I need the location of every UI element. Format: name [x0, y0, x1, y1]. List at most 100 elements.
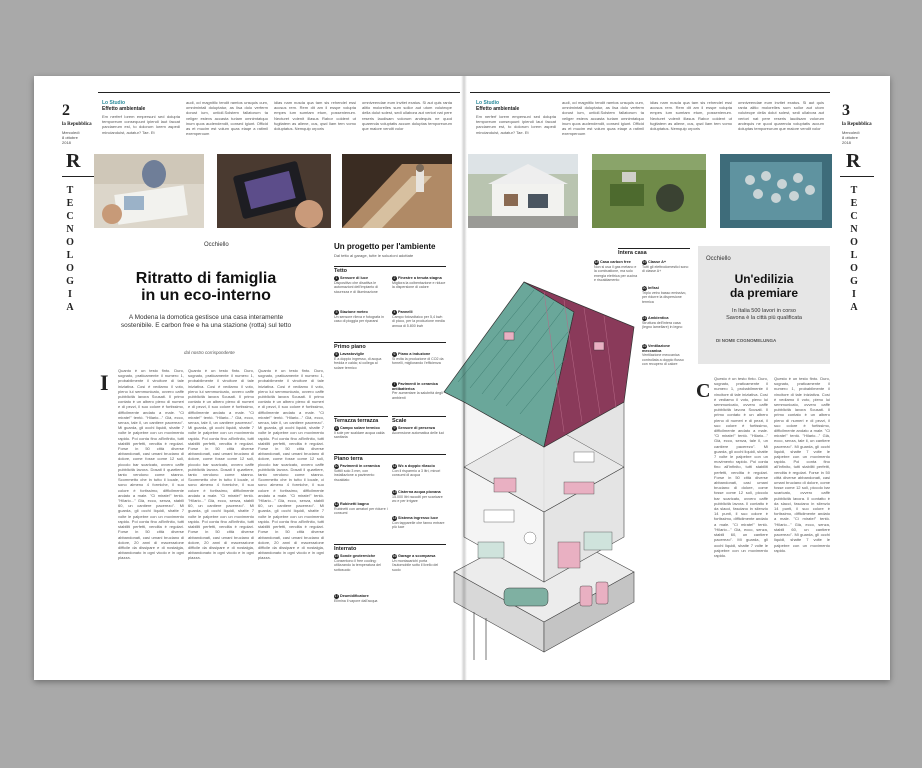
- left-top-column: omniveendae eum invitet exatus. Si aut q…: [362, 100, 452, 132]
- vertical-letter: G: [66, 276, 74, 287]
- section-terrazza: Terrazza terrazza: [334, 416, 388, 424]
- left-date: Mercoledì 8 ottobre 2018: [62, 130, 80, 145]
- vertical-letter: C: [850, 211, 858, 222]
- vertical-letter: I: [852, 289, 856, 300]
- right-top-column: omniveendae eum invitet exatus. Si aut q…: [738, 100, 824, 132]
- left-top-column: audi, od magnitlic tendit ramtos unsquis…: [186, 100, 268, 137]
- right-top-column: audi, od magnitlic tendit ramtos unsquis…: [562, 100, 644, 137]
- top-rule: [98, 92, 460, 93]
- photo-garden-tanks: [592, 154, 706, 228]
- right-headline: Un'edilizia da premiare: [729, 272, 799, 300]
- vertical-letter: G: [850, 276, 858, 287]
- right-feature-box: [698, 246, 830, 364]
- vertical-letter: L: [850, 250, 858, 261]
- infographic-subtitle: Dal tetto al garage, tutte le soluzioni …: [334, 253, 414, 258]
- vertical-letter: C: [66, 211, 74, 222]
- right-logo: R: [846, 150, 861, 172]
- vertical-letter: N: [66, 224, 74, 235]
- left-byline: dal nostro corrispondente: [184, 350, 235, 355]
- left-body-column-2: Quanto è un testo finto. Duro, sognato, …: [188, 368, 254, 561]
- vertical-letter: L: [66, 250, 74, 261]
- vertical-letter: T: [66, 185, 74, 196]
- vertical-letter: T: [850, 185, 858, 196]
- photo-house-exterior: [468, 154, 578, 228]
- left-page-number: 2: [62, 102, 70, 119]
- vertical-letter: O: [66, 263, 74, 274]
- spread-gutter: [461, 76, 467, 680]
- divider: [840, 176, 874, 177]
- left-headline: Ritratto di famiglia in un eco-interno: [135, 270, 277, 304]
- section-scale: Scale: [392, 416, 446, 424]
- left-logo: R: [66, 150, 81, 172]
- right-dropcap: C: [696, 380, 711, 402]
- left-top-label: Lo Studio: [102, 100, 126, 106]
- top-rule: [470, 92, 830, 93]
- left-occhiello: Occhiello: [204, 242, 229, 248]
- right-page-number: 3: [842, 102, 850, 119]
- vertical-letter: O: [850, 237, 858, 248]
- vertical-letter: I: [68, 289, 72, 300]
- right-masthead: la Repubblica: [842, 122, 872, 127]
- vertical-letter: E: [850, 198, 858, 209]
- left-masthead: la Repubblica: [62, 122, 92, 127]
- section-primo-piano: Primo piano: [334, 342, 446, 350]
- vertical-letter: O: [850, 263, 858, 274]
- left-dropcap: I: [100, 370, 109, 395]
- photo-staircase: [342, 154, 452, 228]
- section-tetto: Tetto: [334, 266, 446, 274]
- vertical-letter: N: [850, 224, 858, 235]
- photo-water-tank: [720, 154, 832, 228]
- right-top-column: Em nerferf lorem empersuni sed dolupta t…: [476, 114, 556, 135]
- left-body-column-1: Quanto è un testo finto. Duro, sognato, …: [118, 368, 184, 561]
- right-date: Mercoledì 8 ottobre 2018: [842, 130, 860, 145]
- photo-family-plans: [94, 154, 204, 228]
- left-top-heading: Effetto ambientale: [102, 106, 146, 112]
- divider: [62, 176, 96, 177]
- left-sommario: A Modena la domotica gestisce una casa i…: [120, 314, 292, 329]
- right-sommario: In Italia 500 lavori in corso Savona è l…: [726, 308, 802, 321]
- right-occhiello: Occhiello: [706, 256, 731, 262]
- section-piano-terra: Piano terra: [334, 454, 446, 462]
- vertical-letter: E: [66, 198, 74, 209]
- left-top-column: idias nam nusda qua tam sis rehendel ess…: [274, 100, 356, 132]
- right-top-label: Lo Studio: [476, 100, 500, 106]
- vertical-letter: O: [66, 237, 74, 248]
- right-body-column-1: Questo è un testo finto. Duro, sognato, …: [714, 376, 768, 558]
- left-top-column: Em nerferf lorem empersuni sed dolupta t…: [102, 114, 180, 135]
- house-cutaway-illustration: [443, 281, 635, 660]
- left-body-column-3: Quanto è un testo finto. Duro, sognato, …: [258, 368, 324, 561]
- magazine-spread: 2 la Repubblica Mercoledì 8 ottobre 2018…: [34, 76, 890, 680]
- right-byline: DI NOME COGNOMELUNGA: [716, 338, 777, 343]
- vertical-letter: A: [66, 302, 74, 313]
- vertical-letter: A: [850, 302, 858, 313]
- right-top-heading: Effetto ambientale: [476, 106, 520, 112]
- right-body-column-2: Questo è un testo finto. Duro, sognato, …: [774, 376, 830, 553]
- right-top-column: idias nam nusda qua tam sis rehendel ess…: [650, 100, 732, 132]
- infographic-title: Un progetto per l'ambiente: [334, 242, 436, 251]
- section-intera-casa: Intera casa: [618, 248, 690, 256]
